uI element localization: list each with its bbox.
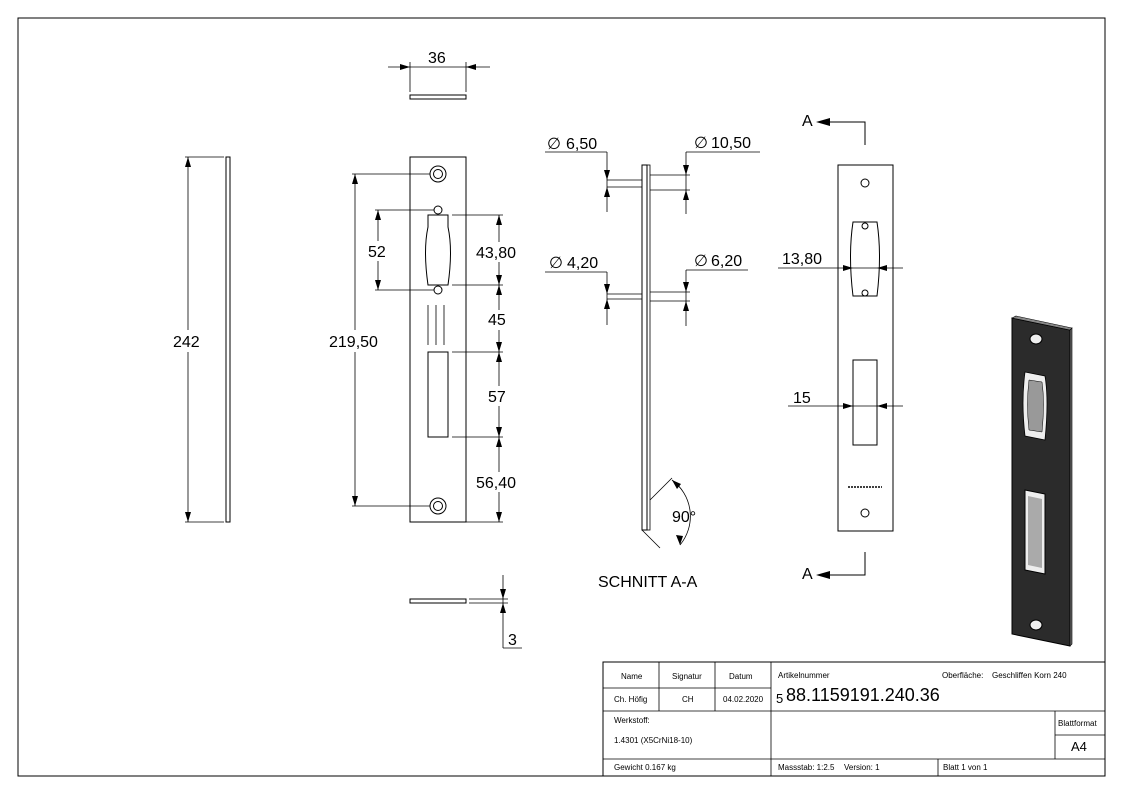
dim-dia-large-top: 10,50 (711, 135, 751, 152)
thickness-view: 3 (409, 575, 522, 649)
tb-col-date: Datum (729, 672, 753, 681)
dim-recess-height: 57 (488, 389, 506, 406)
tb-article-prefix: 5 (776, 691, 783, 706)
iso-view (1011, 315, 1073, 647)
tb-format-label: Blattformat (1058, 719, 1097, 728)
dim-recess-to-bottom: 56,40 (476, 475, 516, 492)
dim-dia-small-mid: 4,20 (567, 255, 598, 272)
dim-dia-small-mid-symbol: ∅ (549, 255, 563, 272)
tb-col-signature: Signatur (672, 672, 702, 681)
section-label: SCHNITT A-A (598, 574, 698, 591)
tb-surface-label: Oberfläche: (942, 671, 983, 680)
dim-hole-pitch: 219,50 (329, 334, 378, 351)
section-mark-top: A (802, 113, 813, 130)
tb-sheet: Blatt 1 von 1 (943, 763, 988, 772)
tb-version: Version: 1 (844, 763, 880, 772)
drawing-border (17, 17, 1106, 777)
dim-dia-small-top: 6,50 (566, 136, 597, 153)
tb-article-label: Artikelnummer (778, 671, 830, 680)
tb-material-label: Werkstoff: (614, 716, 650, 725)
dim-thickness: 3 (508, 632, 517, 649)
front-view: 219,50 52 43,80 45 57 56,40 (326, 156, 524, 523)
dim-recess-width: 15 (793, 390, 811, 407)
dim-width-top: 36 (428, 50, 446, 67)
dim-slot-height: 52 (368, 244, 386, 261)
tb-signature: CH (682, 695, 694, 704)
section-mark-bottom: A (802, 566, 813, 583)
dim-slot-to-edge: 43,80 (476, 245, 516, 262)
tb-name: Ch. Höfig (614, 695, 647, 704)
section-view: ∅ 6,50 ∅ 10,50 ∅ 4,20 ∅ 6,20 90° SCHNIT (545, 135, 760, 591)
dim-dia-large-mid: 6,20 (711, 253, 742, 270)
title-block: Name Signatur Datum Ch. Höfig CH 04.02.2… (602, 661, 1106, 777)
dim-angle: 90° (672, 509, 696, 526)
dim-total-height: 242 (173, 334, 200, 351)
tb-material-value: 1.4301 (X5CrNi18-10) (614, 736, 693, 745)
tb-article-number: 88.1159191.240.36 (786, 685, 940, 705)
tb-weight: Gewicht 0.167 kg (614, 763, 676, 772)
dim-dia-large-mid-symbol: ∅ (694, 253, 708, 270)
right-view: 13,80 15 A A (778, 113, 903, 583)
tb-format-value: A4 (1071, 739, 1087, 754)
dim-dia-large-top-symbol: ∅ (694, 135, 708, 152)
dim-gap: 45 (488, 312, 506, 329)
dim-dia-small-top-symbol: ∅ (547, 136, 561, 153)
dim-slot-width: 13,80 (782, 251, 822, 268)
side-view: 242 (168, 156, 231, 523)
tb-col-name: Name (621, 672, 643, 681)
tb-date: 04.02.2020 (723, 695, 764, 704)
tb-surface-value: Geschliffen Korn 240 (992, 671, 1067, 680)
tb-scale: Massstab: 1:2.5 (778, 763, 835, 772)
top-view: 36 (388, 50, 490, 100)
